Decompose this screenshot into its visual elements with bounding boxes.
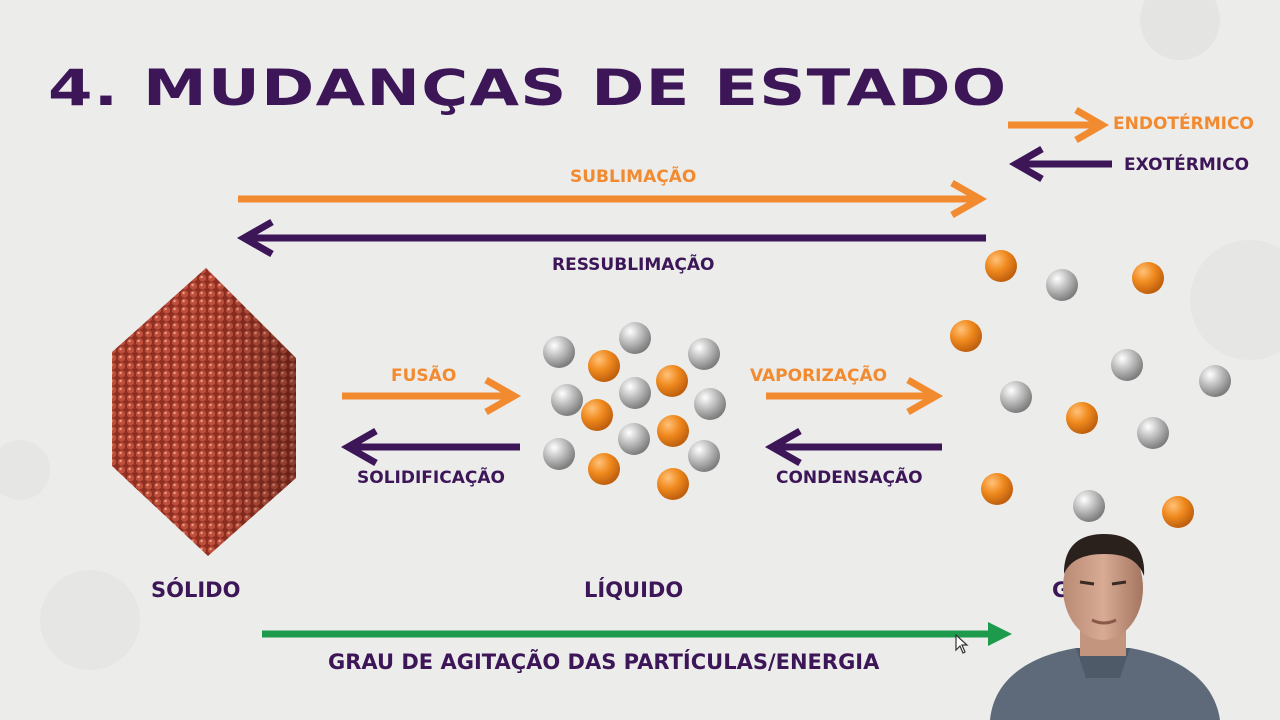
solidification-label: SOLIDIFICAÇÃO [357, 468, 505, 488]
page-title: 4. MUDANÇAS DE ESTADO [48, 59, 1008, 117]
presenter-webcam-overlay [990, 534, 1220, 720]
gas-particles [950, 250, 1231, 528]
condensation-arrow [764, 427, 942, 467]
vaporization-arrow [766, 376, 944, 416]
mouse-cursor-icon [955, 634, 969, 654]
resublimation-label: RESSUBLIMAÇÃO [552, 255, 715, 275]
legend-exo-label: EXOTÉRMICO [1124, 155, 1250, 175]
legend-endo-arrow [1008, 106, 1110, 144]
legend-endo-label: ENDOTÉRMICO [1113, 114, 1254, 134]
vaporization-label: VAPORIZAÇÃO [750, 366, 888, 386]
legend-exo-arrow [1008, 145, 1112, 183]
sublimation-label: SUBLIMAÇÃO [570, 167, 697, 187]
energy-axis-label: GRAU DE AGITAÇÃO DAS PARTÍCULAS/ENERGIA [328, 650, 880, 674]
fusion-arrow [342, 376, 522, 416]
solid-crystal-illustration [112, 268, 296, 556]
resublimation-arrow [236, 218, 986, 258]
fusion-label: FUSÃO [391, 366, 457, 386]
liquid-particles [543, 322, 726, 500]
condensation-label: CONDENSAÇÃO [776, 468, 923, 488]
solidification-arrow [340, 427, 520, 467]
state-liquid-label: LÍQUIDO [584, 578, 684, 602]
sublimation-arrow [238, 179, 988, 219]
energy-axis-arrow [262, 622, 1012, 646]
state-solid-label: SÓLIDO [151, 578, 241, 602]
